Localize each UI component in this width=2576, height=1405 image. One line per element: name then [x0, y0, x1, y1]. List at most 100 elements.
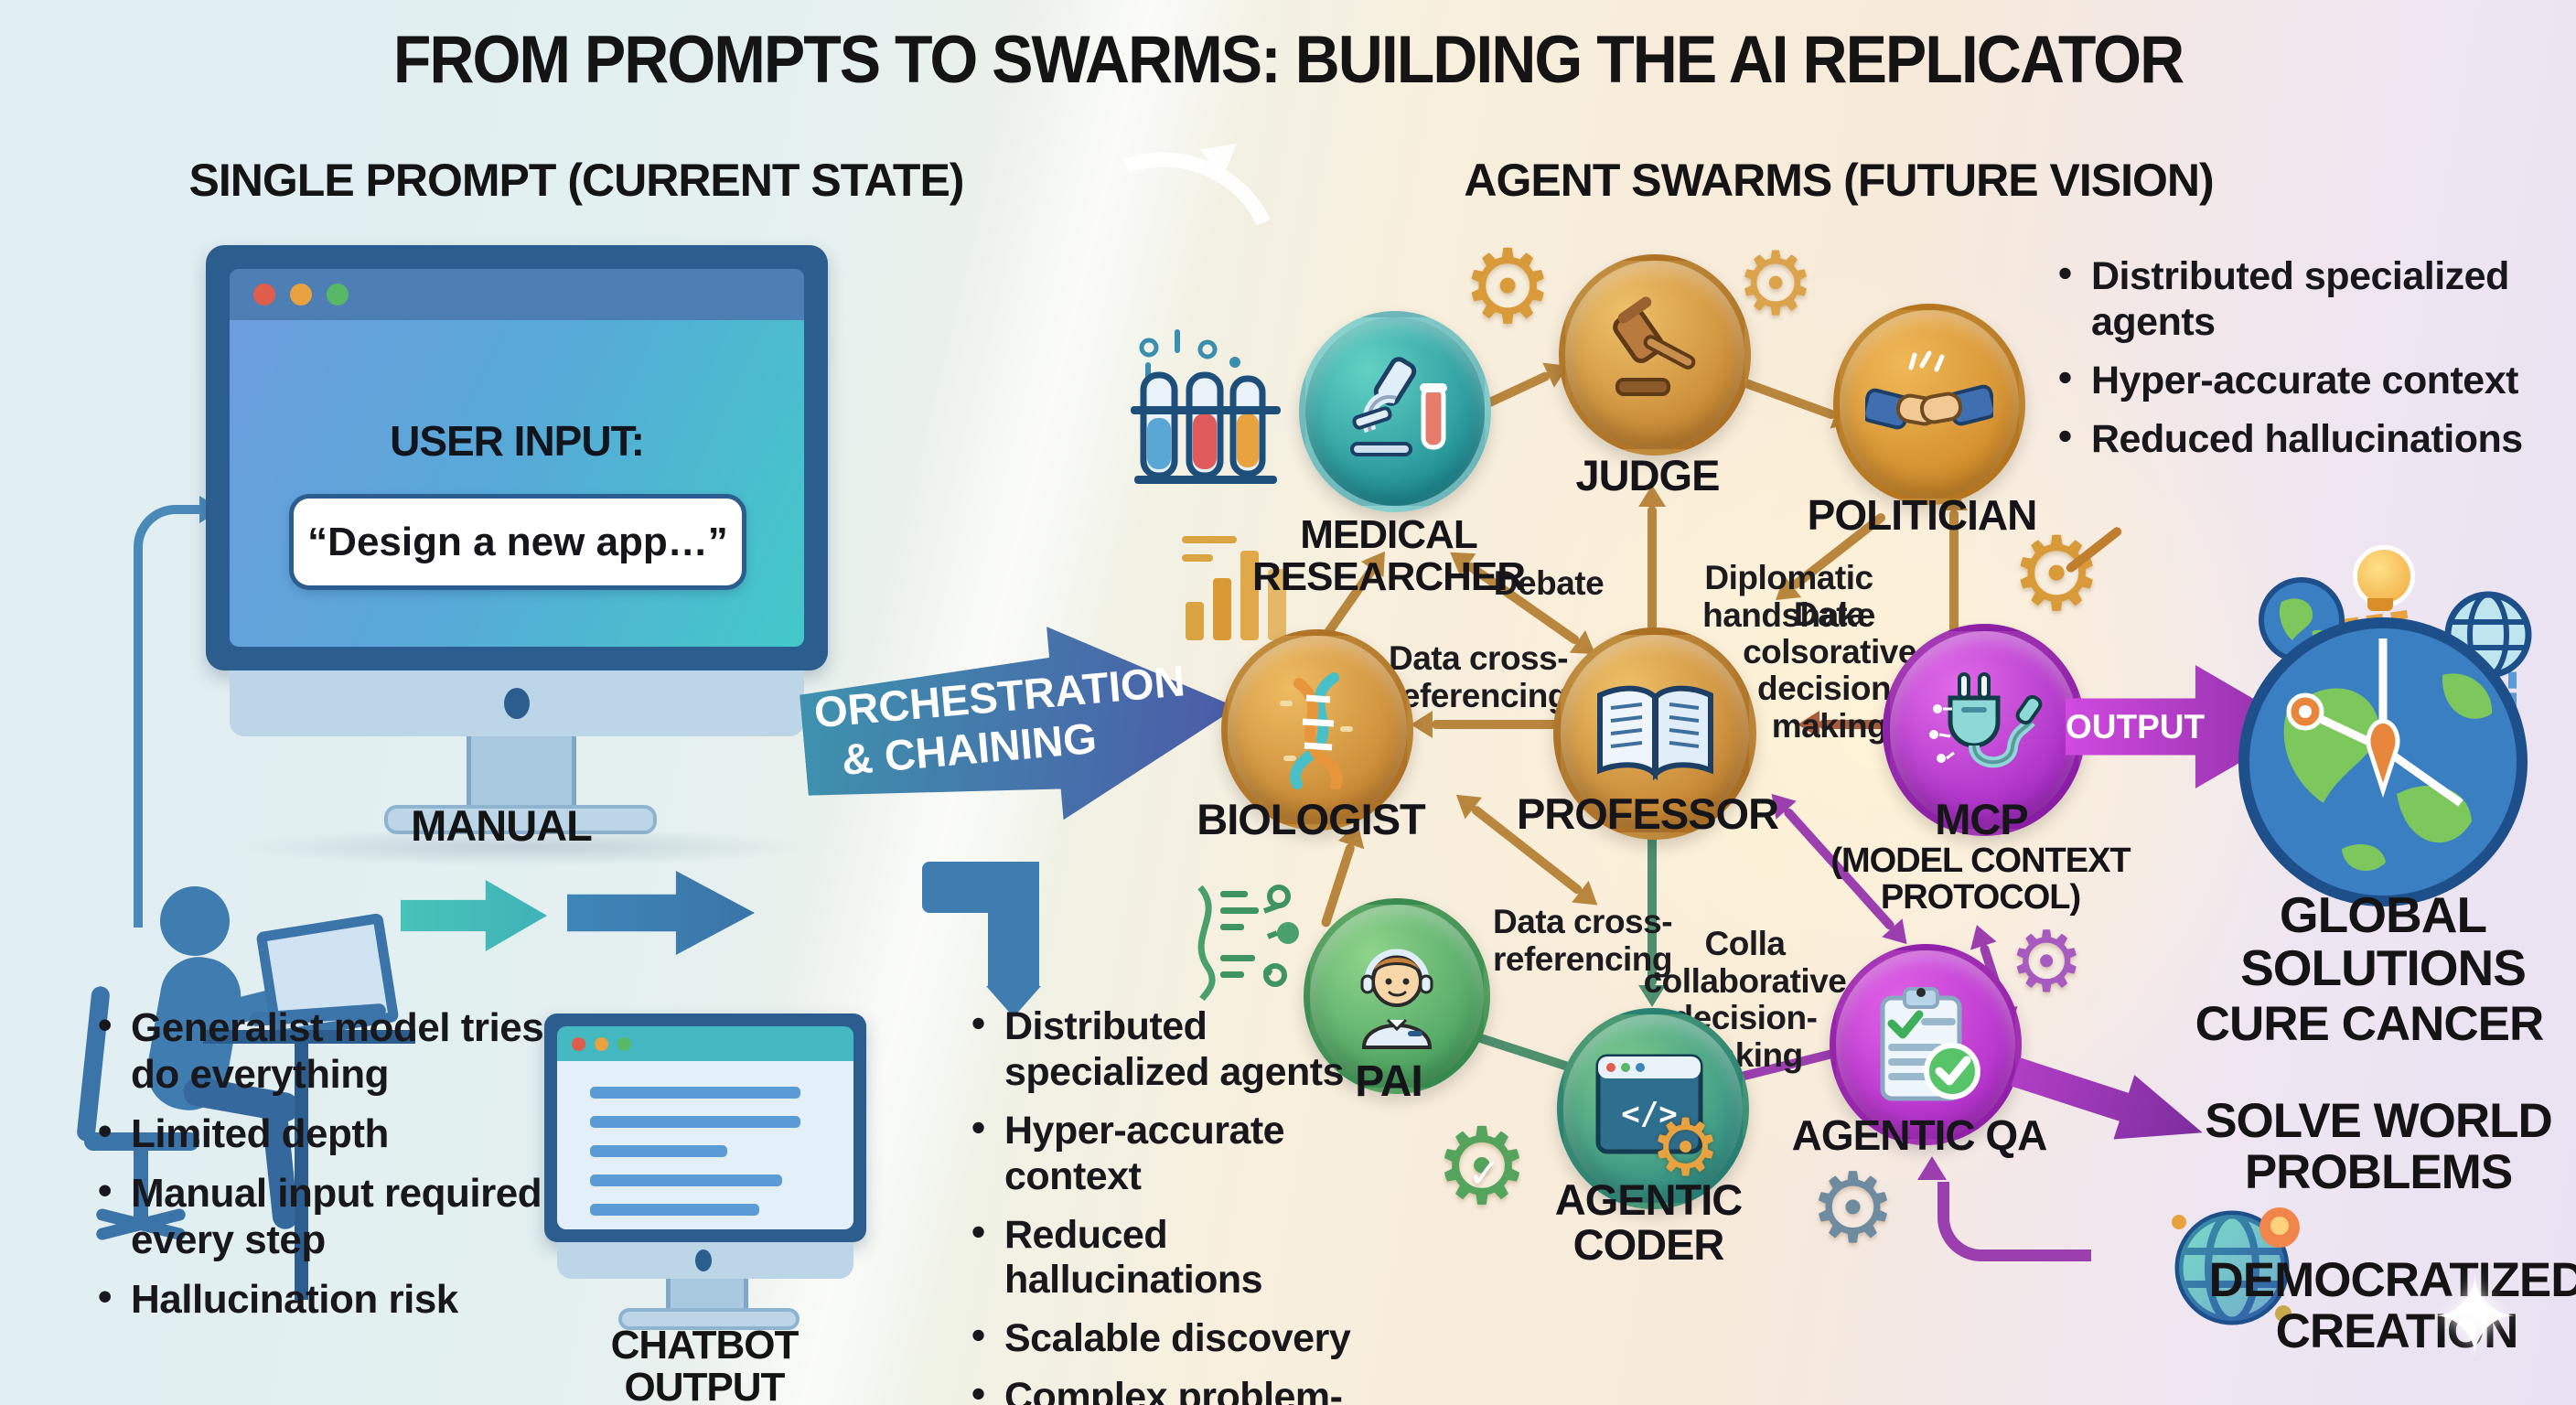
node-label-agentic-qa: AGENTIC QA: [1791, 1111, 2048, 1159]
node-label-professor: PROFESSOR: [1516, 789, 1779, 838]
left-section-header: SINGLE PROMPT (CURRENT STATE): [165, 154, 988, 207]
gear-icon: ⚙: [1736, 232, 1816, 335]
target-gear-icon: ⚙: [2011, 515, 2103, 634]
prompt-input[interactable]: “Design a new app…”: [289, 494, 746, 590]
user-to-monitor-arrow: [134, 505, 210, 928]
person-head: [160, 886, 230, 956]
node-label-judge: JUDGE: [1575, 451, 1721, 499]
monitor-base: [618, 1308, 800, 1330]
gear-icon: ⚙: [1809, 1152, 1897, 1264]
list-item: Hyper-accurate context: [2056, 356, 2569, 404]
browser-chrome: [557, 1026, 853, 1061]
list-item: Reduced hallucinations: [2056, 414, 2569, 463]
svg-text:</>: </>: [1621, 1096, 1677, 1132]
node-judge: [1559, 254, 1751, 456]
user-input-screen-body: USER INPUT: “Design a new app…”: [230, 320, 804, 647]
code-window-icon: </>: [1595, 1054, 1703, 1154]
open-book-icon: [1596, 685, 1713, 781]
left-header-bold: SINGLE PROMPT: [188, 155, 557, 206]
microscope-icon: [1350, 357, 1447, 456]
edge-label-debate: Debate: [1493, 564, 1605, 602]
outcome-solve-world-problems: SOLVE WORLD PROBLEMS: [2205, 1094, 2553, 1199]
text-line: [590, 1087, 800, 1099]
bent-arrow-vertical: [988, 862, 1039, 988]
node-label-mcp: MCP: [1935, 795, 2028, 843]
monitor-camera-dot: [695, 1249, 712, 1271]
window-close-dot-icon: [253, 284, 275, 306]
bent-arrow-to-qa: [1937, 1182, 2091, 1261]
list-item: Limited depth: [96, 1108, 645, 1157]
swarm-benefits-top-list: Distributed specialized agents Hyper-acc…: [2056, 252, 2569, 476]
chatbot-output-screen: [557, 1026, 853, 1229]
global-solutions-globe: [2238, 617, 2528, 906]
node-mcp: [1883, 624, 2086, 836]
chatbot-output-label: CHATBOT OUTPUT: [610, 1323, 800, 1405]
node-label-mcp-subtitle: (MODEL CONTEXT PROTOCOL): [1830, 842, 2131, 917]
list-item: Manual input required for every step: [96, 1167, 645, 1263]
node-label-biologist: BIOLOGIST: [1197, 795, 1426, 843]
list-item: Hallucination risk: [96, 1273, 645, 1323]
swarm-benefits-bottom-list: Distributed specialized agents Hyper-acc…: [970, 1002, 1409, 1405]
gear-icon: ⚙: [2009, 913, 2085, 1011]
monitor-camera-dot: [504, 688, 530, 719]
user-input-screen: USER INPUT: “Design a new app…”: [230, 269, 804, 647]
node-agentic-qa: [1830, 944, 2022, 1145]
sparkle-icon: ✦: [2429, 1257, 2521, 1379]
monitor-neck: [666, 1279, 748, 1314]
handshake-icon: [1865, 350, 1993, 430]
outcome-cure-cancer: CURE CANCER: [2195, 997, 2545, 1051]
lightbulb-icon: [2353, 545, 2415, 607]
gear-icon: ⚙: [1462, 228, 1554, 347]
manual-arrow-teal: [401, 880, 547, 951]
list-item: Generalist model tries to do everything: [96, 1002, 645, 1098]
list-item: Distributed specialized agents: [2056, 252, 2569, 346]
check-gear-icon: ⚙: [1434, 1105, 1530, 1228]
node-politician: [1833, 304, 2025, 505]
dashed-connector: [2508, 651, 2517, 730]
plug-icon: [1928, 671, 2042, 767]
list-item: Hyper-accurate context: [970, 1106, 1409, 1200]
list-item: Distributed specialized agents: [970, 1002, 1409, 1096]
gavel-icon: [1613, 296, 1696, 396]
monitor-base: [384, 805, 657, 834]
right-header-light: (FUTURE VISION): [1831, 155, 2214, 206]
node-label-agentic-coder: AGENTIC CODER: [1554, 1175, 1744, 1269]
list-item: Reduced hallucinations: [970, 1210, 1409, 1304]
right-header-bold: AGENT SWARMS: [1464, 155, 1832, 206]
democratized-globe-icon: [2172, 1207, 2300, 1325]
single-prompt-drawbacks-list: Generalist model tries to do everything …: [96, 1002, 645, 1335]
window-minimize-dot-icon: [290, 284, 312, 306]
clipboard-check-icon: [1880, 986, 1980, 1100]
dna-circuit-icon: [1197, 885, 1299, 1002]
test-tubes-icon: [1131, 329, 1281, 484]
node-agentic-coder: </>: [1557, 1008, 1749, 1209]
right-section-header: AGENT SWARMS (FUTURE VISION): [1427, 154, 2250, 207]
node-label-politician: POLITICIAN: [1807, 491, 2038, 539]
edge-biologist-professor: [1432, 720, 1562, 729]
text-line: [590, 1145, 727, 1157]
lightbulb-base: [2367, 598, 2393, 611]
edge-label-data-cross-referencing-top: Data cross-referencing: [1388, 639, 1569, 714]
edge-judge-professor: [1648, 506, 1657, 643]
edge-professor-mcp: [1819, 720, 1897, 729]
check-icon: ✓: [1467, 1151, 1501, 1197]
dna-icon: [1280, 672, 1353, 789]
node-biologist: [1221, 629, 1413, 831]
text-line: [590, 1116, 800, 1128]
window-maximize-dot-icon: [617, 1036, 631, 1051]
user-input-monitor: USER INPUT: “Design a new app…”: [206, 245, 828, 670]
window-close-dot-icon: [572, 1036, 585, 1051]
output-arrow-label: OUTPUT: [2066, 708, 2206, 745]
node-label-medical-researcher: MEDICAL RESEARCHER: [1251, 512, 1526, 599]
page-title: FROM PROMPTS TO SWARMS: BUILDING THE AI …: [392, 21, 2184, 98]
manual-label: MANUAL: [411, 801, 593, 850]
outcome-global-solutions: GLOBAL SOLUTIONS: [2240, 886, 2527, 996]
bar-chart-icon: [1182, 536, 1286, 640]
text-line: [590, 1174, 782, 1186]
list-item: Scalable discovery: [970, 1314, 1409, 1362]
browser-chrome: [230, 269, 804, 320]
monitor-shadow: [229, 828, 814, 866]
window-maximize-dot-icon: [327, 284, 349, 306]
list-item: Complex problem-solving (e.g., Curing Ca…: [970, 1372, 1409, 1405]
